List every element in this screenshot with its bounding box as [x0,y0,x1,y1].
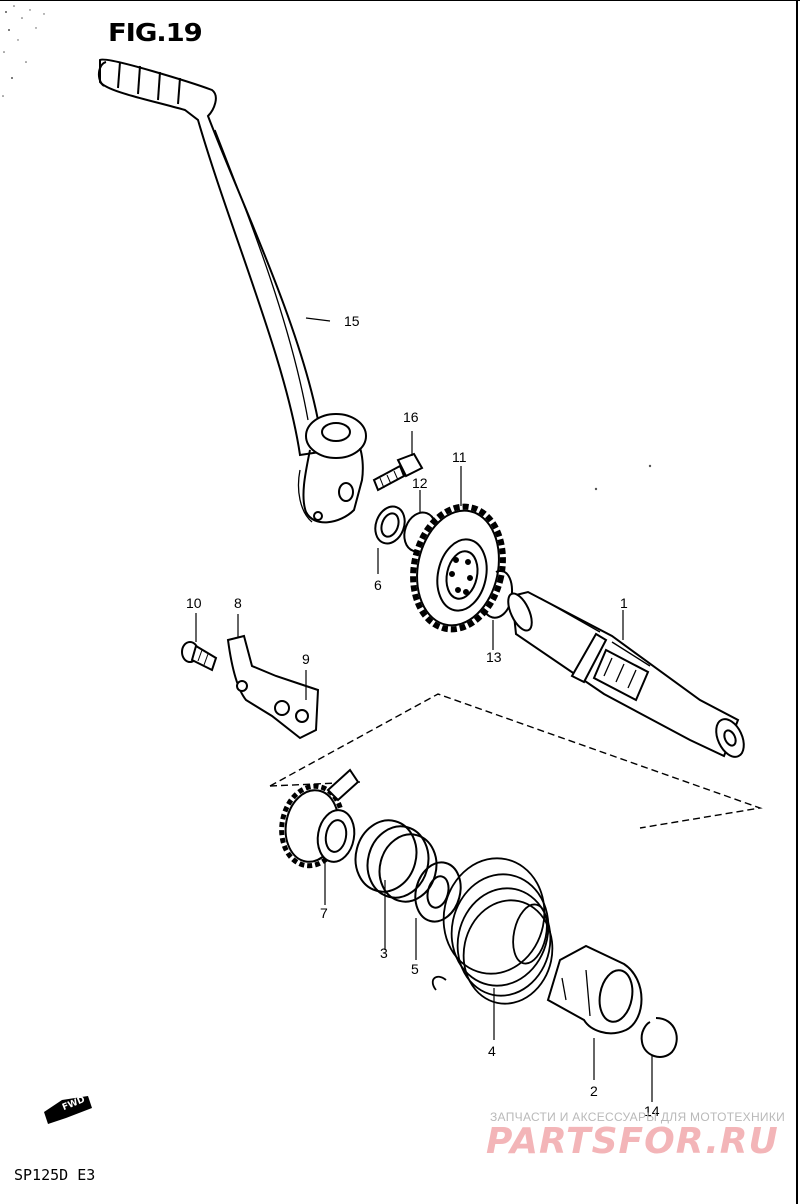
callout-8: 8 [234,595,242,611]
callout-14: 14 [644,1103,660,1119]
circlip-14 [640,1017,678,1058]
fwd-label: FWD [60,1094,87,1114]
scan-noise [2,5,652,491]
bolt-10 [181,641,218,672]
callout-9: 9 [302,651,310,667]
kick-driven-gear-7 [279,768,360,869]
callout-1: 1 [620,595,628,611]
figure-title: FIG.19 [108,18,203,47]
spring-guide-2 [546,944,643,1035]
callout-3: 3 [380,945,388,961]
oil-seal-6 [374,505,406,545]
callout-2: 2 [590,1083,598,1099]
callout-5: 5 [411,961,419,977]
watermark-tagline: ЗАПЧАСТИ И АКСЕССУАРЫ ДЛЯ МОТОТЕХНИКИ [490,1110,786,1124]
fwd-arrow-icon [44,1096,92,1124]
kick-starter-lever-15 [98,58,367,524]
leader-lines [195,317,653,1102]
callout-6: 6 [374,577,382,593]
guide-plate-8 [226,634,320,740]
model-code: SP125D E3 [14,1166,96,1184]
callout-16: 16 [403,409,419,425]
callout-12: 12 [412,475,428,491]
callout-7: 7 [320,905,328,921]
kick-starter-shaft-1 [507,590,745,758]
fwd-badge: FWD [46,1094,90,1120]
callout-15: 15 [344,313,360,329]
callout-13: 13 [486,649,502,665]
callout-11: 11 [452,449,467,465]
watermark-brand: PARTSFOR.RU [486,1121,779,1162]
return-spring-4 [431,857,554,1005]
spring-3 [354,819,438,903]
callout-4: 4 [488,1043,496,1059]
callout-10: 10 [186,595,202,611]
bolt-16 [372,452,424,492]
washer-5 [414,861,462,923]
kick-idle-gear-11 [410,503,506,633]
